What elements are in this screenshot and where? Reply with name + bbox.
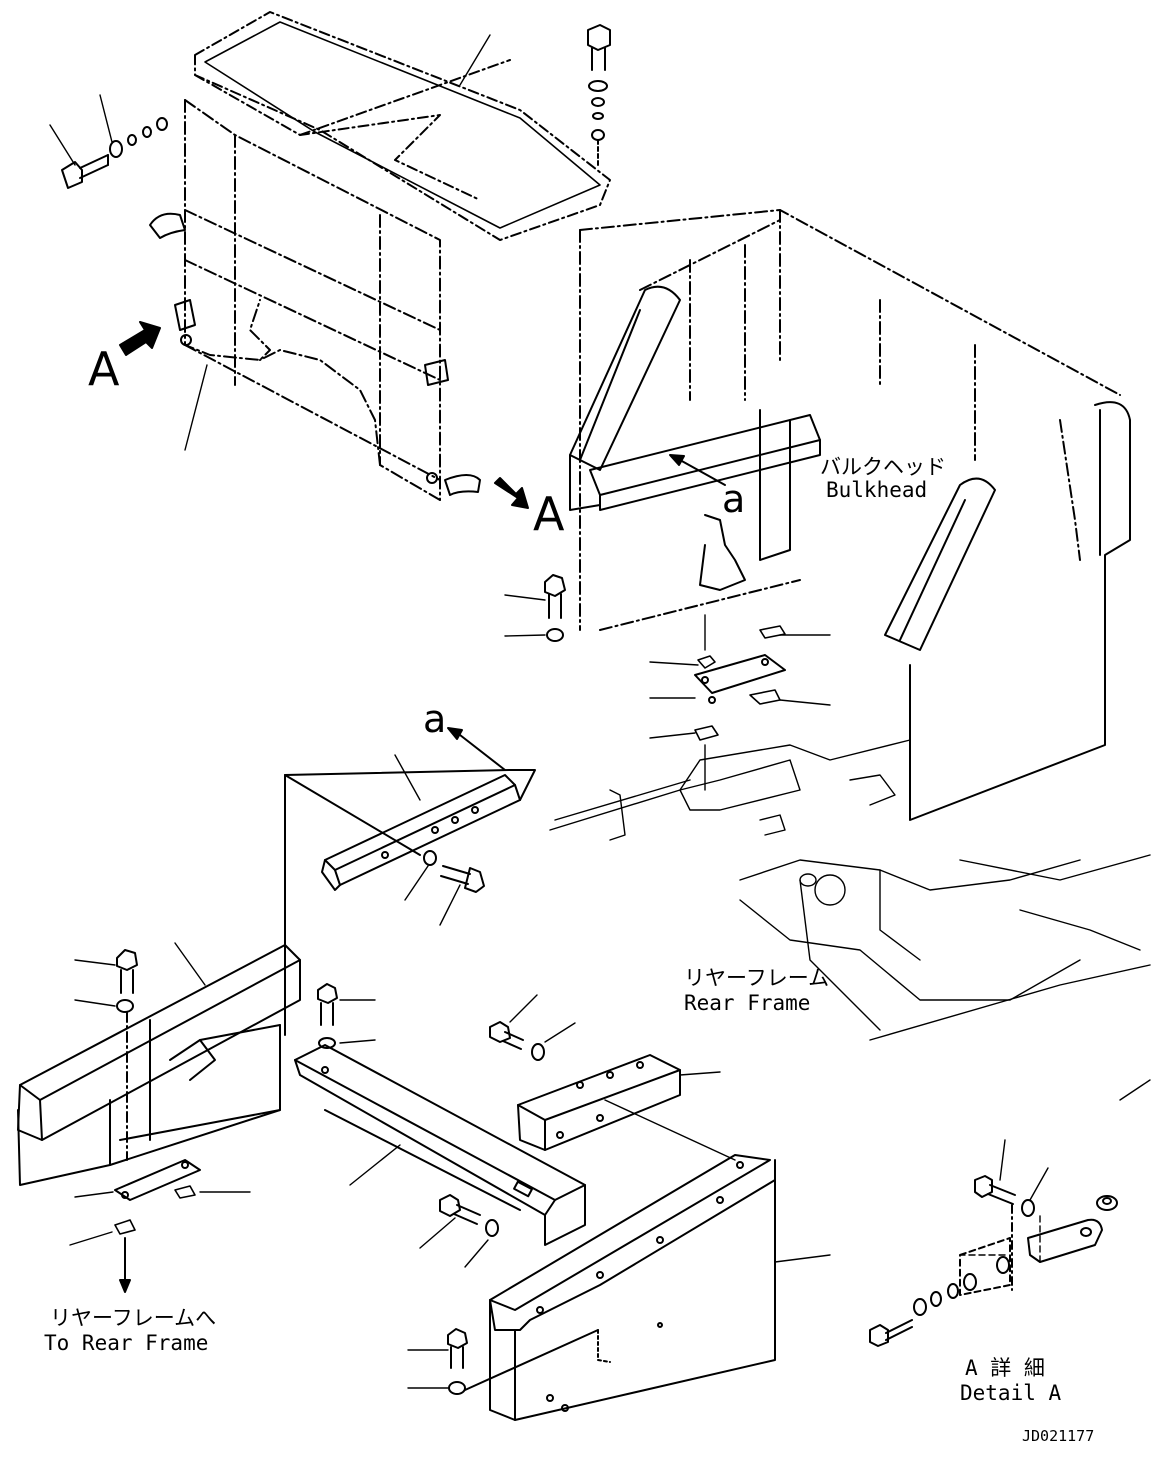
detail-a-label-en: Detail A: [960, 1381, 1062, 1405]
cab-top-cover: [194, 11, 611, 241]
rear-frame: [549, 739, 1151, 1101]
leader-lines-center: [504, 594, 831, 791]
detail-a-long-bolt: [869, 1319, 913, 1347]
bulkhead-label-ja: バルクヘッド: [820, 455, 946, 479]
leader-lines-detail: [959, 1139, 1049, 1263]
cross-member-bolt: [317, 983, 338, 1049]
detail-a-bolt: [974, 1175, 1035, 1291]
left-support-frame: [17, 944, 301, 1186]
mid-bracket-arm: [321, 774, 521, 891]
view-label-a-left: A: [88, 342, 120, 396]
to-rear-frame-label-en: To Rear Frame: [44, 1331, 208, 1355]
bulkhead-label-en: Bulkhead: [826, 478, 927, 502]
large-side-plate: [489, 1154, 776, 1421]
left-hinge-bracket: [174, 299, 196, 346]
side-plate-bolt: [447, 1328, 599, 1395]
reference-label-a-upper: a: [722, 477, 745, 521]
left-frame-bolt: [116, 949, 138, 1161]
cross-member-lower-bolt: [439, 1194, 499, 1237]
washer-stack-upper-left: [109, 117, 168, 158]
side-bracket-right: [424, 359, 449, 386]
leader-lines-mid: [394, 754, 461, 926]
to-rear-frame-arrow: [119, 1237, 131, 1293]
bulkhead-right-pillar: [884, 477, 996, 651]
reference-label-a-lower: a: [423, 697, 446, 741]
reference-a-arrow-upper: [669, 454, 726, 486]
cab-top-plate: [204, 21, 601, 229]
angle-bracket: [517, 1054, 681, 1151]
to-rear-frame-label-ja: リヤーフレームへ: [50, 1306, 216, 1330]
detail-a-washer-stack: [913, 1256, 1010, 1316]
rear-frame-label-ja: リヤーフレーム: [684, 966, 829, 990]
drawing-number: JD021177: [1022, 1427, 1094, 1445]
shim-group-center: [694, 625, 786, 741]
leader-lines-plate: [407, 1254, 831, 1389]
lower-hinge-bracket: [426, 472, 481, 496]
view-arrow-a-right: [494, 477, 529, 509]
bolt-top-vertical: [587, 24, 611, 166]
bolt-mid-bracket: [423, 850, 485, 893]
bolt-upper-left: [61, 154, 109, 189]
cab-side-panel: [184, 99, 441, 501]
detail-a-plate: [959, 1237, 1011, 1296]
shim-plate-center: [694, 654, 786, 704]
view-label-a-right: A: [533, 487, 565, 541]
reference-a-arrow-lower: [284, 727, 536, 1036]
bulkhead-left-pillar: [569, 285, 681, 511]
leader-lines-angle: [509, 994, 736, 1161]
bulkhead-frame: [579, 209, 1121, 631]
leader-lines-top: [49, 34, 491, 451]
rear-frame-label-en: Rear Frame: [684, 991, 810, 1015]
left-frame-spacers: [114, 1185, 196, 1235]
upper-left-bracket: [149, 212, 186, 239]
leader-lines-left: [69, 942, 251, 1246]
detail-a-bracket: [1027, 1195, 1118, 1263]
bulkhead-center-post: [699, 409, 791, 591]
bulkhead-side-wall: [909, 401, 1131, 821]
leader-lines-cross: [339, 999, 489, 1268]
bulkhead-crossbar: [589, 414, 821, 511]
left-frame-shim: [114, 1159, 201, 1201]
angle-bracket-bolt: [489, 1021, 545, 1061]
bolt-center-left: [544, 574, 566, 642]
detail-a-label-ja: A 詳 細: [965, 1356, 1045, 1380]
cross-member: [294, 1044, 586, 1246]
view-arrow-a-left: [119, 321, 161, 356]
